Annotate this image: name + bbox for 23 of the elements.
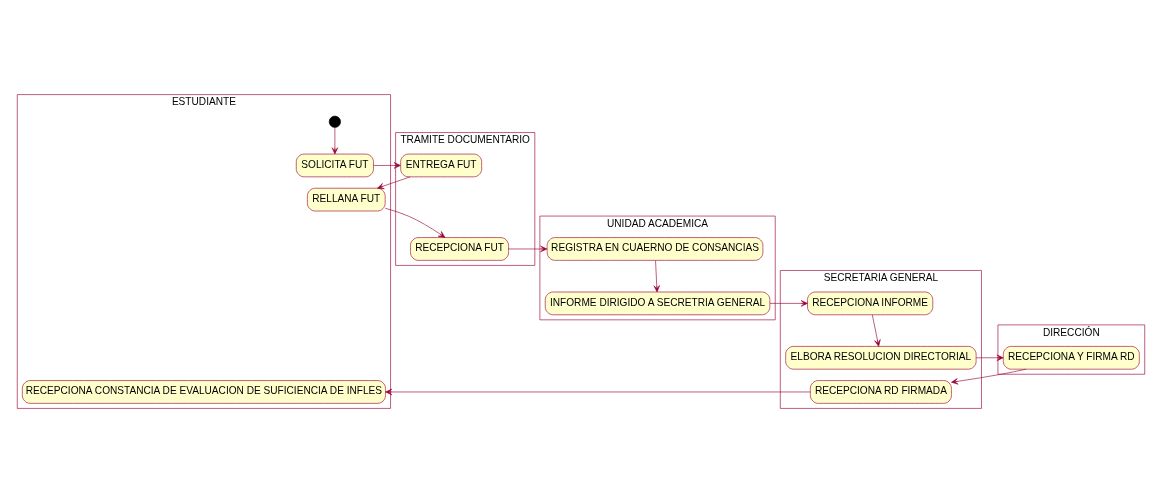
arrow [373, 162, 401, 169]
node-box: RECEPCIONA RD FIRMADA [810, 380, 952, 404]
node-box: RECEPCIONA CONSTANCIA DE EVALUACION DE SUFICIENCIA DE INFLES [22, 380, 386, 404]
node-box: RECEPCIONA FUT [410, 237, 509, 261]
arrow [951, 368, 1027, 385]
node-box: ENTREGA FUT [400, 153, 482, 178]
arrow [769, 300, 808, 307]
node-circle [328, 115, 341, 128]
node-box: SOLICITA FUT [295, 153, 374, 178]
arrow [377, 176, 411, 190]
node-box: INFORME DIRIGIDO A SECRETRIA GENERAL [544, 291, 771, 316]
arrow [508, 245, 548, 253]
node-box: REGISTRA EN CUAERNO DE CONSANCIAS [546, 237, 764, 261]
node-box: ELBORA RESOLUCION DIRECTORIAL [785, 346, 977, 370]
arrow [384, 207, 446, 238]
arrow [385, 388, 811, 396]
node-box: RECEPCIONA INFORME [807, 291, 934, 316]
node-box: RELLANA FUT [307, 187, 386, 212]
node-box: RECEPCIONA Y FIRMA RD [1003, 346, 1140, 370]
arrow [331, 127, 339, 155]
arrow [872, 314, 881, 347]
arrow [976, 354, 1004, 361]
arrow [653, 260, 660, 293]
